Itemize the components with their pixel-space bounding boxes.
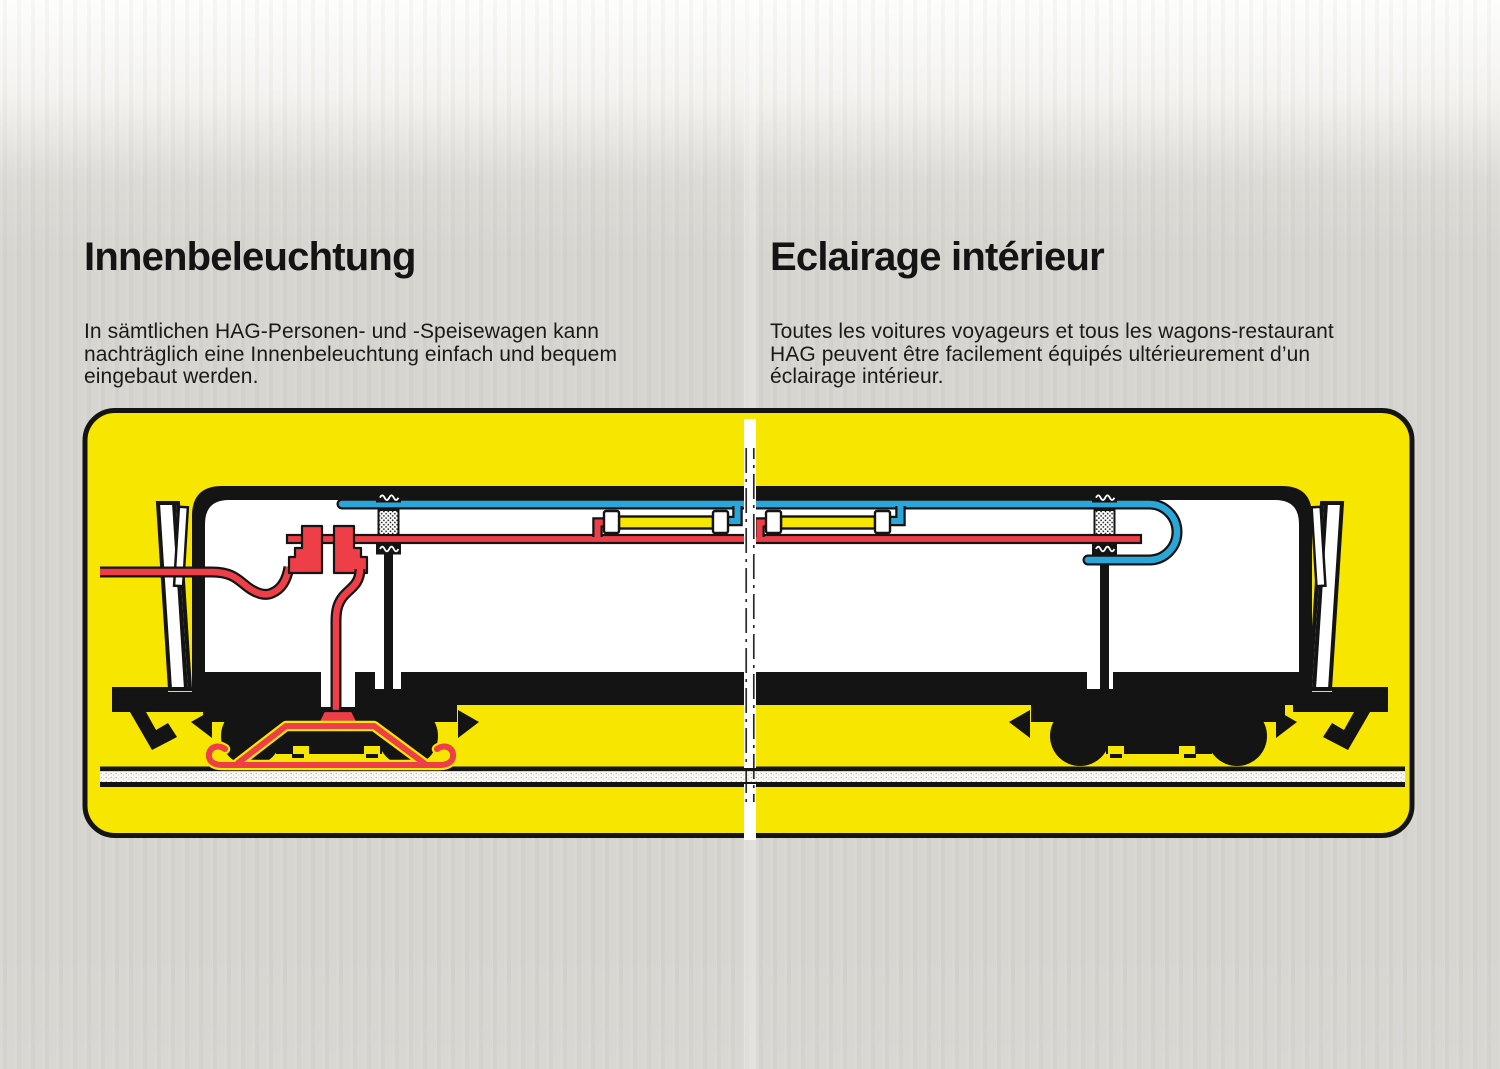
- right-bogie: [1009, 698, 1297, 766]
- feed-wire: [100, 565, 295, 600]
- left-coupler: [112, 687, 207, 750]
- fluorescent-lamp-2: [754, 506, 906, 537]
- contact-clips: [287, 524, 369, 575]
- track-pickup-shoe: [203, 720, 459, 771]
- right-coupler: [1293, 687, 1388, 750]
- right-mounting-post: [1100, 498, 1109, 690]
- heading-german: Innenbeleuchtung: [84, 235, 416, 279]
- page-fold-divider: [744, 419, 756, 840]
- red-bus-wire: [285, 533, 1143, 545]
- paragraph-german: In sämtlichen HAG-Personen- und -Speisew…: [84, 320, 618, 388]
- right-end-wall: [1307, 501, 1345, 691]
- suppressor-choke-left: [376, 493, 401, 555]
- left-mounting-post: [384, 498, 393, 690]
- blue-bus-wire: [336, 498, 1183, 566]
- left-end-wall: [155, 501, 193, 691]
- paragraph-french: Toutes les voitures voyageurs et tous le…: [770, 320, 1334, 388]
- fluorescent-lamp-1: [592, 506, 743, 537]
- suppressor-choke-right: [1092, 493, 1117, 555]
- heading-french: Eclairage intérieur: [770, 235, 1105, 279]
